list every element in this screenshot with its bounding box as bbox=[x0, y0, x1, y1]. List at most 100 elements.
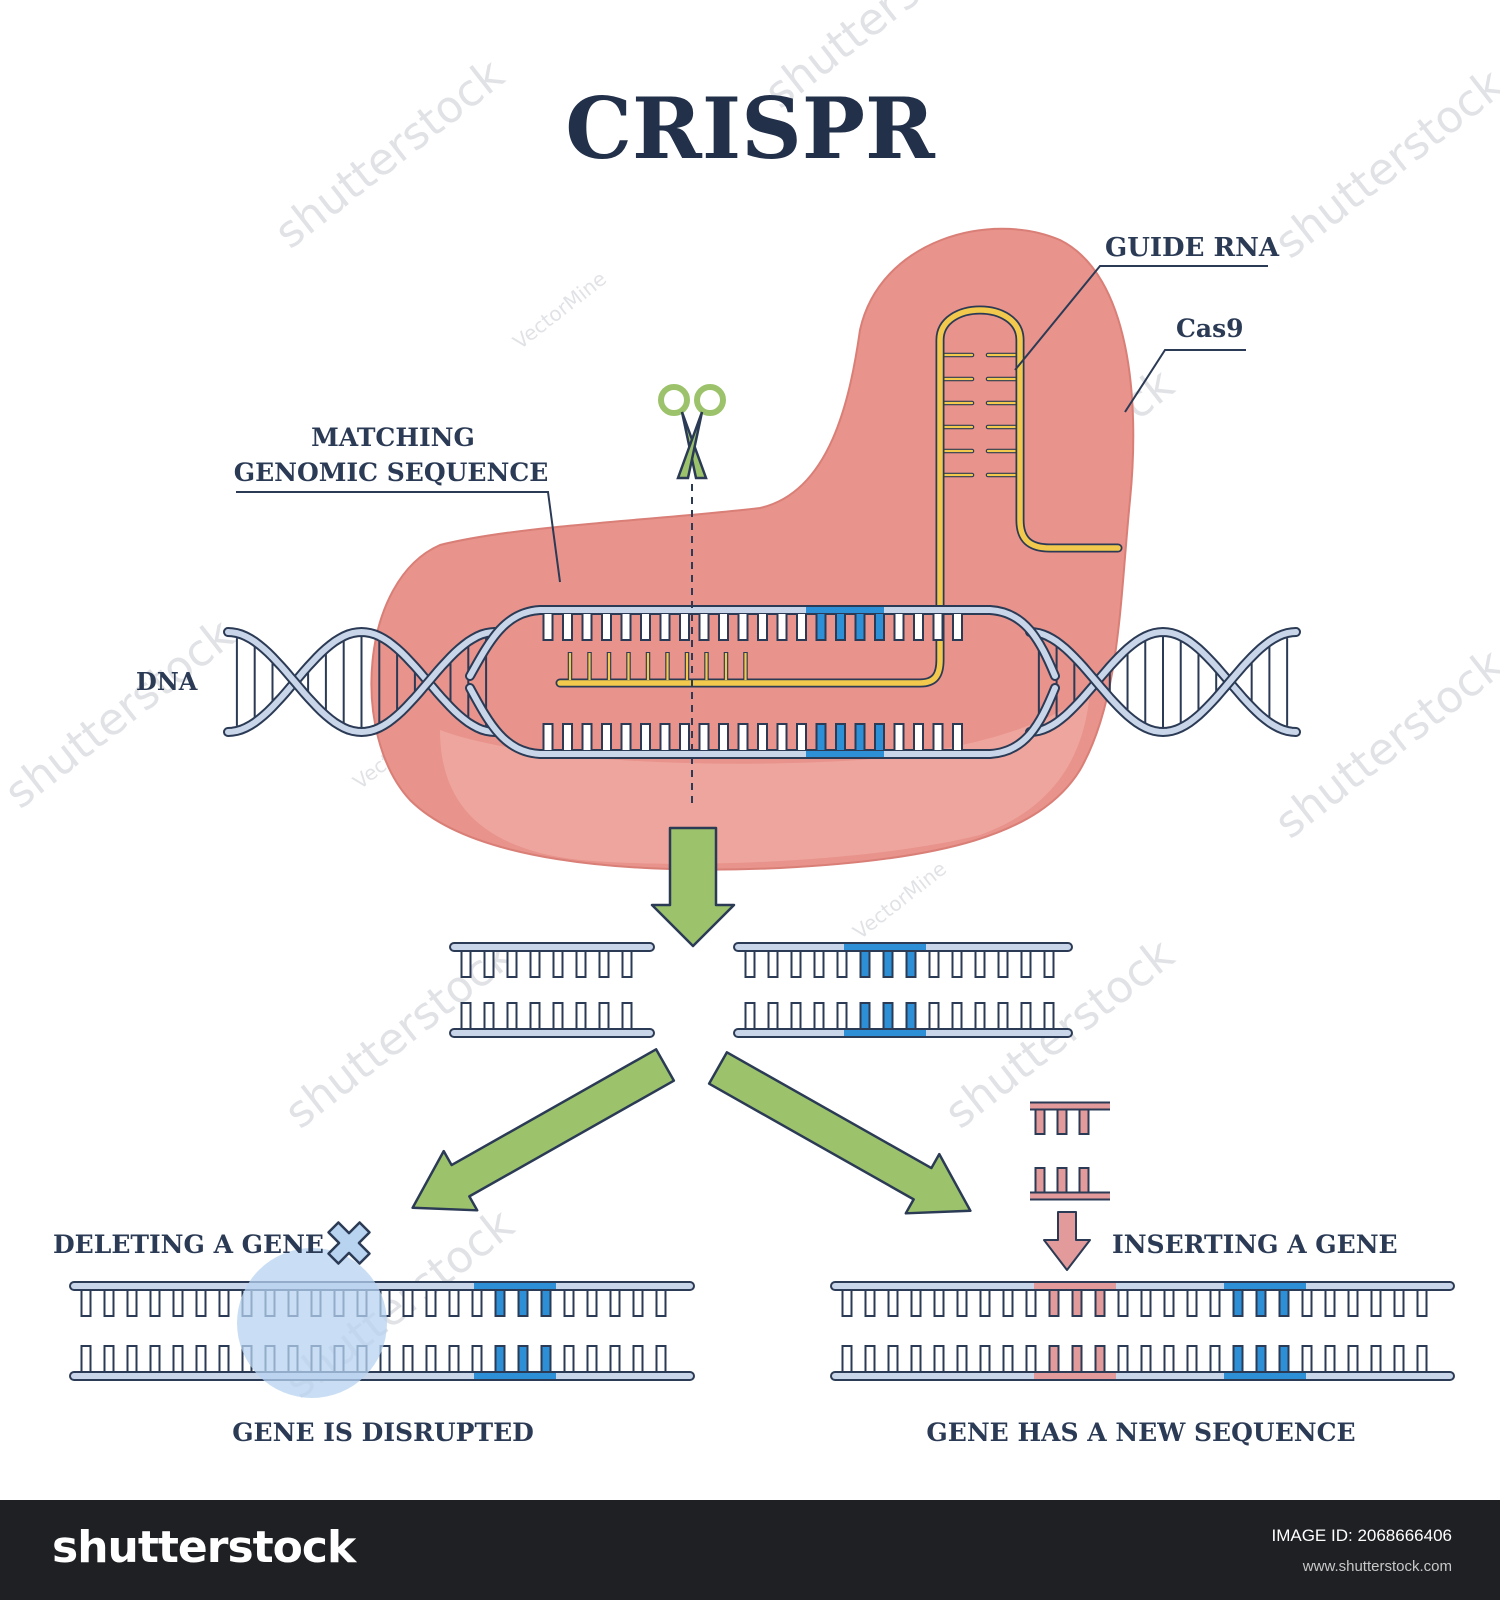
fragment-base-bottom bbox=[1117, 1345, 1129, 1372]
fragment-base-bottom bbox=[997, 1002, 1009, 1029]
bottom-base bbox=[659, 723, 671, 750]
fragment-base-bottom bbox=[621, 1002, 633, 1029]
fragment-base-top bbox=[887, 1290, 899, 1317]
fragment-base-top bbox=[1370, 1290, 1382, 1317]
fragment-base-bottom bbox=[864, 1345, 876, 1372]
dna-label: DNA bbox=[136, 667, 198, 696]
dna-double-helix bbox=[223, 605, 1301, 759]
bottom-base bbox=[542, 723, 554, 750]
fragment-base-top bbox=[836, 951, 848, 978]
fragment-base-bottom bbox=[790, 1002, 802, 1029]
top-base bbox=[718, 614, 729, 641]
strand-fill bbox=[467, 685, 1058, 757]
fragment-base-top bbox=[540, 1290, 552, 1317]
insert-base-top bbox=[1056, 1110, 1068, 1135]
top-base bbox=[854, 614, 866, 641]
top-base bbox=[640, 614, 651, 641]
strand-fill bbox=[1027, 629, 1299, 736]
fragment-base-top bbox=[80, 1290, 92, 1317]
fragment-base-top bbox=[1393, 1290, 1405, 1317]
disrupted-label: GENE IS DISRUPTED bbox=[232, 1418, 534, 1447]
fragment-base-top bbox=[928, 951, 940, 978]
fragment-base-top bbox=[813, 951, 825, 978]
fragment-base-top bbox=[552, 951, 564, 978]
fragment-base-top bbox=[790, 951, 802, 978]
fragment-base-bottom bbox=[1094, 1345, 1106, 1372]
fragment-base-bottom bbox=[1232, 1345, 1244, 1372]
top-base bbox=[815, 614, 827, 641]
fragment-base-top bbox=[979, 1290, 991, 1317]
fragment-base-top bbox=[933, 1290, 945, 1317]
fragment-base-top bbox=[621, 951, 633, 978]
guide-rna-leader bbox=[1014, 265, 1268, 371]
fragment-base-bottom bbox=[460, 1002, 472, 1029]
bottom-base bbox=[640, 723, 651, 750]
fragment-base-top bbox=[460, 951, 472, 978]
bottom-base bbox=[796, 723, 807, 750]
fragment-base-bottom bbox=[402, 1345, 414, 1372]
down-arrow-icon bbox=[650, 826, 736, 948]
bottom-base bbox=[815, 723, 827, 750]
fragment-base-bottom bbox=[1002, 1345, 1014, 1372]
bottom-base bbox=[835, 723, 846, 750]
top-base bbox=[874, 614, 885, 641]
fragment-base-top bbox=[1020, 951, 1032, 978]
top-base bbox=[757, 614, 768, 641]
fragment-base-top bbox=[195, 1290, 207, 1317]
bottom-base bbox=[620, 723, 632, 750]
fragment-base-bottom bbox=[887, 1345, 899, 1372]
bottom-base bbox=[601, 723, 612, 750]
fragment-base-top bbox=[586, 1290, 598, 1317]
fragment-base-bottom bbox=[586, 1345, 598, 1372]
fragment-base-top bbox=[218, 1290, 230, 1317]
fragment-base-bottom bbox=[126, 1345, 138, 1372]
insert-base-bottom bbox=[1078, 1167, 1090, 1192]
fragment-base-top bbox=[103, 1290, 115, 1317]
fragment-base-bottom bbox=[1163, 1345, 1175, 1372]
new-sequence-label: GENE HAS A NEW SEQUENCE bbox=[926, 1418, 1355, 1447]
fragment-base-bottom bbox=[1025, 1345, 1037, 1372]
top-base bbox=[659, 614, 671, 641]
insert-sequence bbox=[1030, 1101, 1110, 1201]
fragment-base-bottom bbox=[517, 1345, 529, 1372]
watermark-brand: shutterstock bbox=[1265, 639, 1500, 849]
fragment-base-bottom bbox=[172, 1345, 184, 1372]
fragment-base-top bbox=[1025, 1290, 1037, 1317]
bottom-base bbox=[757, 723, 768, 750]
fragment-base-top bbox=[1071, 1290, 1083, 1317]
fragment-base-top bbox=[517, 1290, 529, 1317]
fragment-base-bottom bbox=[1255, 1345, 1267, 1372]
fragment-base-top bbox=[1163, 1290, 1175, 1317]
fragment-base-bottom bbox=[1347, 1345, 1359, 1372]
bottom-base bbox=[737, 723, 749, 750]
fragment-base-top bbox=[1232, 1290, 1244, 1317]
fragment-base-top bbox=[529, 951, 541, 978]
bottom-base bbox=[581, 723, 593, 750]
cas9-label: Cas9 bbox=[1176, 314, 1244, 343]
fragment-base-bottom bbox=[149, 1345, 161, 1372]
top-base bbox=[679, 614, 690, 641]
fragment-base-bottom bbox=[471, 1345, 483, 1372]
deleting-label: DELETING A GENE bbox=[53, 1230, 324, 1259]
bottom-base bbox=[718, 723, 729, 750]
fragment-base-bottom bbox=[744, 1002, 756, 1029]
fragment-base-top bbox=[632, 1290, 644, 1317]
fragment-base-top bbox=[910, 1290, 922, 1317]
fragment-base-bottom bbox=[859, 1002, 871, 1029]
fragment-base-bottom bbox=[540, 1345, 552, 1372]
fragment-base-bottom bbox=[1140, 1345, 1152, 1372]
footer-url: www.shutterstock.com bbox=[1302, 1558, 1452, 1575]
dna-fragment-right bbox=[733, 942, 1073, 1038]
fragment-base-top bbox=[1255, 1290, 1267, 1317]
matching-label-line2: GENOMIC SEQUENCE bbox=[234, 458, 549, 487]
fragment-base-top bbox=[767, 951, 779, 978]
strand-fill bbox=[225, 629, 498, 736]
fragment-base-top bbox=[882, 951, 894, 978]
top-base bbox=[913, 614, 924, 641]
fragment-base-top bbox=[425, 1290, 437, 1317]
top-base bbox=[932, 614, 944, 641]
guide-rna-bases bbox=[567, 652, 748, 680]
fragment-base-bottom bbox=[1048, 1345, 1060, 1372]
fragment-base-top bbox=[494, 1290, 506, 1317]
